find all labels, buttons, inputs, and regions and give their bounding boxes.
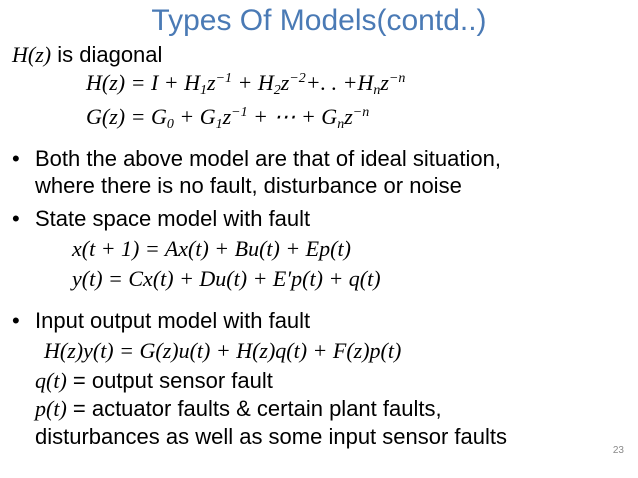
- slide-title: Types Of Models(contd..): [151, 4, 487, 37]
- equation-io: H(z)y(t) = G(z)u(t) + H(z)q(t) + F(z)p(t…: [44, 338, 402, 363]
- eq-h-sup: −2: [289, 71, 306, 86]
- eq-g-part: + ⋯ + G: [247, 104, 338, 129]
- eq-h-sub: 2: [273, 83, 281, 98]
- eq-g-part: z: [222, 104, 232, 129]
- eq-g-sub: 1: [215, 117, 223, 132]
- q-text: = output sensor fault: [66, 368, 273, 393]
- p-text: = actuator faults & certain plant faults…: [66, 396, 442, 421]
- eq-g-part: z: [344, 104, 353, 129]
- bullet1-line2: where there is no fault, disturbance or …: [35, 173, 462, 198]
- page-number: 23: [612, 445, 624, 456]
- eq-g-sup: −n: [352, 105, 370, 120]
- eq-h-part: H(z) = I + H: [86, 70, 201, 95]
- equation-state-y: y(t) = Cx(t) + Du(t) + E′p(t) + q(t): [72, 266, 381, 291]
- eq-h-sup: −1: [215, 71, 233, 86]
- eq-h-sub: n: [373, 83, 381, 98]
- bullet1-line1: Both the above model are that of ideal s…: [35, 146, 501, 171]
- bullet-dot: •: [12, 206, 20, 231]
- q-definition: q(t) = output sensor fault: [35, 368, 273, 394]
- hz-symbol: H(z): [12, 42, 52, 67]
- eq-h-sup: −n: [388, 71, 406, 86]
- eq-g-part: + G: [173, 104, 216, 129]
- hz-diagonal-text: is diagonal: [51, 42, 163, 67]
- p-symbol: p(t): [35, 396, 67, 421]
- bullet2-text: State space model with fault: [35, 206, 311, 231]
- bullet-dot: •: [12, 308, 20, 333]
- q-symbol: q(t): [35, 368, 67, 393]
- eq-h-part: +. . +H: [305, 70, 374, 95]
- eq-h-part: z: [280, 70, 290, 95]
- eq-g-sup: −1: [231, 105, 248, 120]
- eq-h-part: z: [207, 70, 216, 95]
- equation-g: G(z) = G0 + G1z−1 + ⋯ + Gnz−n: [86, 104, 370, 132]
- bullet-dot: •: [12, 146, 20, 171]
- eq-g-part: G(z) = G: [86, 104, 167, 129]
- eq-h-part: + H: [232, 70, 274, 95]
- last-line: disturbances as well as some input senso…: [35, 424, 508, 449]
- p-definition: p(t) = actuator faults & certain plant f…: [35, 396, 442, 422]
- bullet3-text: Input output model with fault: [35, 308, 311, 333]
- eq-g-sub: n: [337, 117, 345, 132]
- eq-g-sub: 0: [166, 117, 174, 132]
- eq-h-sub: 1: [200, 83, 208, 98]
- equation-state-x: x(t + 1) = Ax(t) + Bu(t) + Ep(t): [72, 236, 351, 261]
- hz-diagonal-line: H(z) is diagonal: [12, 42, 162, 68]
- eq-h-part: z: [380, 70, 389, 95]
- equation-h: H(z) = I + H1z−1 + H2z−2+. . +Hnz−n: [86, 70, 406, 98]
